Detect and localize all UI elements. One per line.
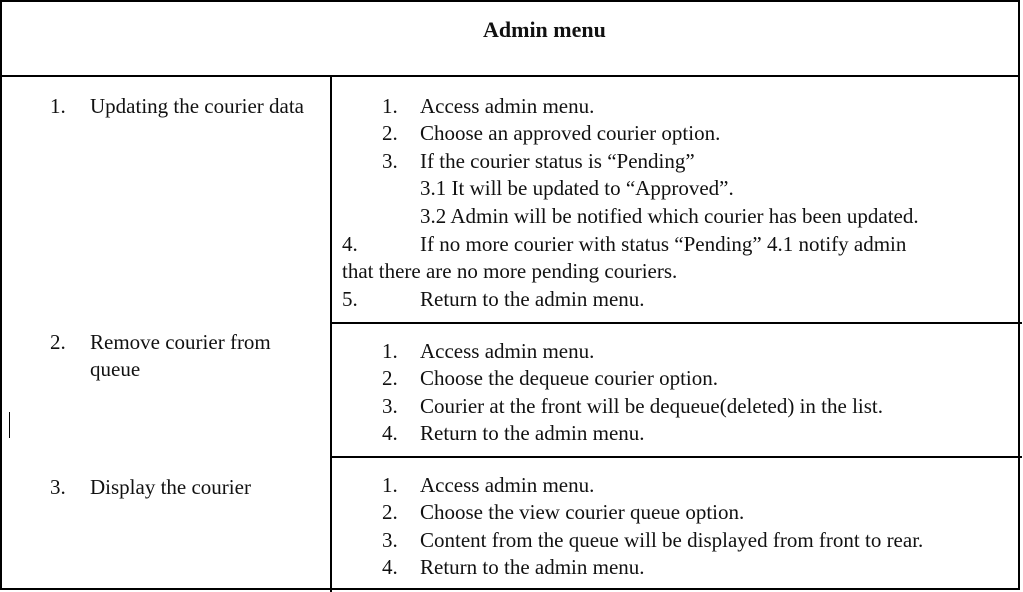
step-text: If the courier status is “Pending” <box>420 149 695 173</box>
row-divider <box>332 322 1022 324</box>
step-number: 2. <box>382 500 398 524</box>
step-text: Choose the view courier queue option. <box>420 500 745 524</box>
substep-text: 3.2 Admin will be notified which courier… <box>420 204 919 228</box>
substep-text: 3.1 It will be updated to “Approved”. <box>420 176 734 200</box>
step-number: 1. <box>382 473 398 497</box>
step-text: Access admin menu. <box>420 339 595 363</box>
step-number: 3. <box>382 528 398 552</box>
feature-label: Updating the courier data <box>90 94 304 118</box>
step-text: Return to the admin menu. <box>420 421 645 445</box>
text-cursor <box>9 412 10 438</box>
update-step-continuation: that there are no more pending couriers. <box>342 258 677 285</box>
table-title: Admin menu <box>483 17 606 42</box>
step-text: Choose the dequeue courier option. <box>420 366 718 390</box>
step-number: 3. <box>382 394 398 418</box>
feature-number: 2. <box>50 330 66 354</box>
step-number: 3. <box>382 149 398 173</box>
step-text: If no more courier with status “Pending”… <box>420 232 907 256</box>
step-text: Courier at the front will be dequeue(del… <box>420 394 884 418</box>
step-text: Return to the admin menu. <box>420 287 645 311</box>
step-text: Choose an approved courier option. <box>420 121 721 145</box>
feature-label: Display the courier <box>90 475 251 499</box>
feature-number: 1. <box>50 94 66 118</box>
step-number: 4. <box>342 232 358 256</box>
step-text: Access admin menu. <box>420 473 595 497</box>
step-number: 2. <box>382 121 398 145</box>
step-number: 5. <box>342 287 358 311</box>
step-text: that there are no more pending couriers. <box>342 259 678 283</box>
update-substep: 3.1 It will be updated to “Approved”. <box>420 175 734 202</box>
row-divider <box>332 456 1022 458</box>
step-text: Content from the queue will be displayed… <box>420 528 924 552</box>
step-number: 2. <box>382 366 398 390</box>
update-substep: 3.2 Admin will be notified which courier… <box>420 203 919 230</box>
step-number: 1. <box>382 94 398 118</box>
column-divider <box>330 77 332 592</box>
table-header: Admin menu <box>2 2 1018 77</box>
step-text: Access admin menu. <box>420 94 595 118</box>
step-text: Return to the admin menu. <box>420 555 645 579</box>
step-number: 4. <box>382 555 398 579</box>
feature-label: Remove courier from queue <box>90 330 271 381</box>
feature-number: 3. <box>50 475 66 499</box>
step-number: 4. <box>382 421 398 445</box>
step-number: 1. <box>382 339 398 363</box>
